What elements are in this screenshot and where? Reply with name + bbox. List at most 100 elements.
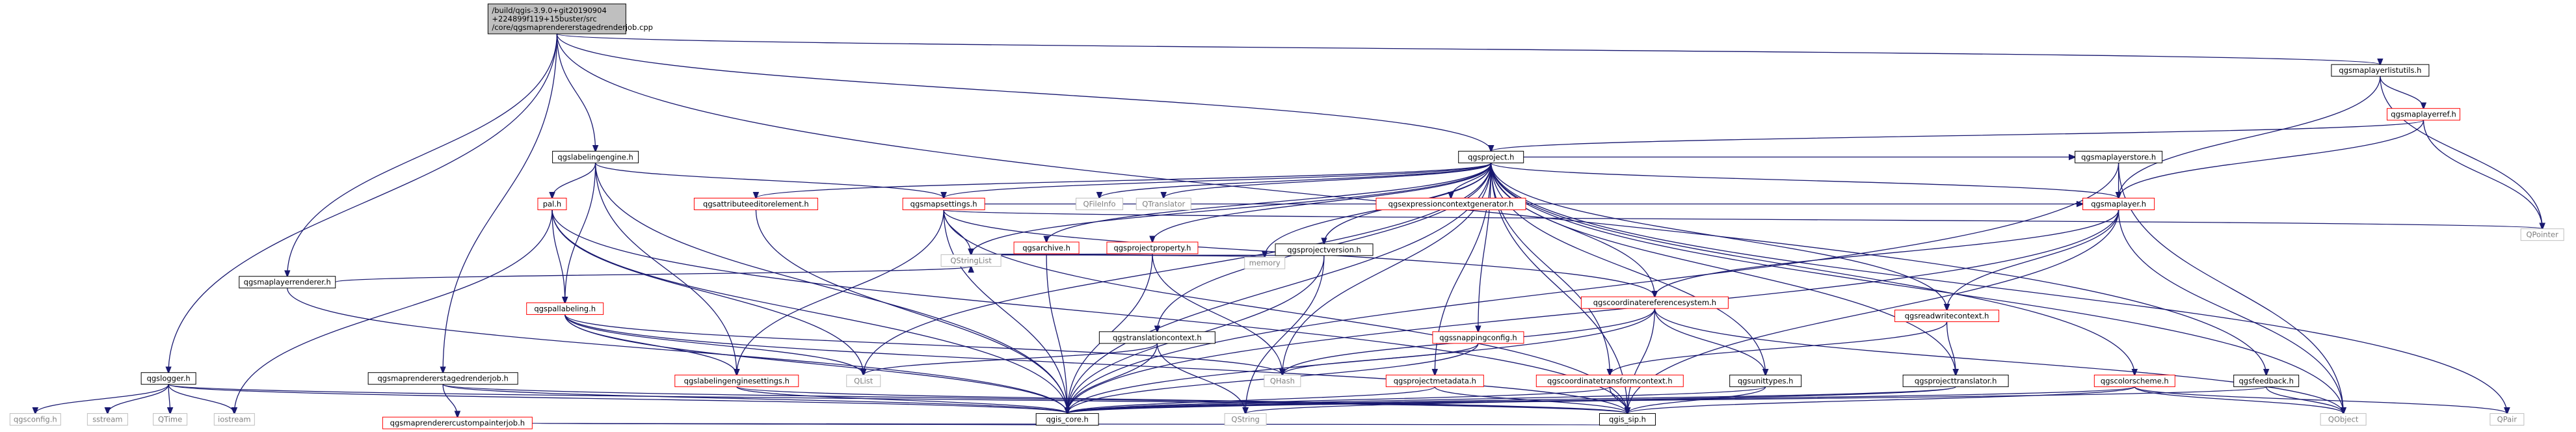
edge-qgsmaplayer-to-qgis-sip <box>1628 209 2119 414</box>
edge-qgscolorscheme-to-qgis-sip <box>1628 386 2135 413</box>
edge-qgsproject-to-qgscoordinatereferencesystem <box>1491 163 1655 297</box>
node-qgsmaplayer[interactable]: qgsmaplayer.h <box>2082 198 2155 211</box>
node-qtranslator: QTranslator <box>1135 198 1191 211</box>
node-qgsunittypes[interactable]: qgsunittypes.h <box>1729 374 1802 387</box>
node-label: qgscoordinatereferencesystem.h <box>1593 298 1716 307</box>
edge-qgsmapsettings-to-qgslabelingenginesettings <box>737 209 944 375</box>
node-label: qgsattributeeditorelement.h <box>703 200 809 209</box>
node-box <box>153 413 188 426</box>
node-qgsexpressioncontextgenerator[interactable]: qgsexpressioncontextgenerator.h <box>1375 198 1526 211</box>
root-line-3: /core/qgsmaprendererstagedrenderjob.cpp <box>492 23 653 32</box>
node-label: qgsarchive.h <box>1022 243 1070 252</box>
edge-qgsproject-to-qgsprojectproperty <box>1152 163 1492 242</box>
edge-qgsproject-to-qobject <box>1491 163 2344 413</box>
edge-qgslabelingengine-to-qgsmapsettings <box>594 162 944 198</box>
node-box <box>86 413 128 426</box>
edge-qgspallabeling-to-qgis-sip <box>564 314 1628 413</box>
node-box <box>1076 198 1124 211</box>
edge-pal-to-qgis-sip <box>551 209 1628 414</box>
edge-qgsmaprendererstagedrenderjob-h-to-qgis-core <box>442 384 1067 414</box>
node-label: QString <box>1231 415 1259 424</box>
node-qgsprojectmetadata[interactable]: qgsprojectmetadata.h <box>1385 374 1484 387</box>
edge-pal-to-qgis-core <box>551 209 1067 414</box>
node-qgsprojectproperty[interactable]: qgsprojectproperty.h <box>1106 241 1199 254</box>
edge-qgsprojectversion-to-qstringlist <box>971 254 1325 255</box>
node-box <box>2075 150 2163 163</box>
node-label: qgspallabeling.h <box>534 304 596 313</box>
node-qgsmaplayerrenderer[interactable]: qgsmaplayerrenderer.h <box>239 276 336 289</box>
node-label: qgsprojectproperty.h <box>1113 243 1191 252</box>
node-box <box>1106 241 1199 254</box>
node-iostream: iostream <box>213 413 255 426</box>
node-qgscolorscheme[interactable]: qgscolorscheme.h <box>2093 374 2175 387</box>
node-box <box>1729 374 1802 387</box>
node-qgscoordinatereferencesystem[interactable]: qgscoordinatereferencesystem.h <box>1580 296 1729 309</box>
node-box <box>1135 198 1191 211</box>
node-qgsattributeeditorelement[interactable]: qgsattributeeditorelement.h <box>693 198 818 211</box>
node-label: qgis_core.h <box>1046 415 1088 424</box>
node-qgis-sip[interactable]: qgis_sip.h <box>1599 413 1656 426</box>
node-label: memory <box>1249 258 1281 267</box>
node-qgsmaplayerstore[interactable]: qgsmaplayerstore.h <box>2075 150 2163 163</box>
node-label: pal.h <box>543 200 562 209</box>
edge-qgslogger-to-qgsconfig <box>35 384 169 414</box>
edge-qgsmapsettings-to-qgis-core <box>943 209 1067 414</box>
edge-qgscoordinatereferencesystem-to-qgis-core <box>1067 308 1656 413</box>
node-box <box>902 198 985 211</box>
node-qgsfeedback[interactable]: qgsfeedback.h <box>2233 374 2300 387</box>
node-qgsmaplayerlistutils[interactable]: qgsmaplayerlistutils.h <box>2331 64 2430 77</box>
node-box <box>9 413 61 426</box>
node-qgslabelingengine[interactable]: qgslabelingengine.h <box>552 150 639 163</box>
node-qfileinfo: QFileInfo <box>1076 198 1124 211</box>
root-node[interactable]: /build/qgis-3.9.0+git20190904 +224899f11… <box>487 3 653 34</box>
edge-qgsmapsettings-to-qpointer <box>943 209 2542 229</box>
edge-qgsproject-to-qgscolorscheme <box>1491 163 2135 375</box>
node-qgscoordinatetransformcontext[interactable]: qgscoordinatetransformcontext.h <box>1535 374 1684 387</box>
edge-qgslogger-to-qtime <box>168 384 170 414</box>
node-box <box>2320 413 2367 426</box>
edge-qgsmapsettings-to-qstringlist <box>943 209 971 255</box>
node-qgsmaprenderercustompainterjob[interactable]: qgsmaprenderercustompainterjob.h <box>382 416 533 429</box>
edge-qgsreadwritecontext-to-qgsprojecttranslator <box>1946 321 1956 375</box>
node-qgsarchive[interactable]: qgsarchive.h <box>1013 241 1080 254</box>
node-qgsprojectversion[interactable]: qgsprojectversion.h <box>1275 243 1374 256</box>
node-qstringlist: QStringList <box>940 254 1002 267</box>
node-qgslabelingenginesettings[interactable]: qgslabelingenginesettings.h <box>674 374 799 387</box>
node-qgsmapsettings[interactable]: qgsmapsettings.h <box>902 198 985 211</box>
edge-qgsproject-to-qgsmapsettings <box>944 162 1492 198</box>
node-pal[interactable]: pal.h <box>537 198 567 211</box>
edge-pal-to-iostream <box>234 209 553 414</box>
edge-qgslabelingengine-to-qgis-core <box>594 163 1068 413</box>
node-box <box>1580 296 1729 309</box>
node-box <box>1458 150 1524 163</box>
node-label: qgscolorscheme.h <box>2101 376 2169 385</box>
node-label: qgstranslationcontext.h <box>1113 333 1202 342</box>
node-qgsmaprendererstagedrenderjob-h[interactable]: qgsmaprendererstagedrenderjob.h <box>367 372 518 385</box>
node-qgsreadwritecontext[interactable]: qgsreadwritecontext.h <box>1894 310 2000 323</box>
edge-qgstranslationcontext-to-qlist <box>864 343 1158 375</box>
node-memory: memory <box>1244 256 1286 269</box>
node-box <box>1902 374 2009 387</box>
node-qgspallabeling[interactable]: qgspallabeling.h <box>526 302 604 315</box>
node-qgis-core[interactable]: qgis_core.h <box>1035 413 1099 426</box>
node-label: QStringList <box>950 256 992 265</box>
node-qgsprojecttranslator[interactable]: qgsprojecttranslator.h <box>1902 374 2009 387</box>
node-box <box>2233 374 2300 387</box>
node-qgsproject[interactable]: qgsproject.h <box>1458 150 1524 163</box>
node-qgstranslationcontext[interactable]: qgstranslationcontext.h <box>1098 331 1215 344</box>
edge-qgstranslationcontext-to-qstring <box>1156 343 1245 414</box>
edge-root-to-qgsmaplayerlistutils <box>556 33 2380 64</box>
node-label: QTime <box>158 415 182 424</box>
edge-qgsmaplayerrenderer-to-qstringlist <box>335 266 971 283</box>
node-label: QPointer <box>2526 230 2558 239</box>
edge-pal-to-qlist <box>551 209 864 375</box>
edge-root-to-qgslabelingengine <box>556 33 595 151</box>
edge-root-to-qgsmaplayerrenderer <box>287 33 558 277</box>
edge-qgsreadwritecontext-to-qgscoordinatetransformcontext <box>1610 321 1948 375</box>
node-qgsmaplayerref[interactable]: qgsmaplayerref.h <box>2387 108 2461 121</box>
edge-qgsprojectmetadata-to-qgis-core <box>1067 386 1435 413</box>
node-qgslogger[interactable]: qgslogger.h <box>140 372 196 385</box>
node-box <box>1385 374 1484 387</box>
node-qgssnappingconfig[interactable]: qgssnappingconfig.h <box>1432 331 1524 344</box>
node-qgsconfig: qgsconfig.h <box>9 413 61 426</box>
